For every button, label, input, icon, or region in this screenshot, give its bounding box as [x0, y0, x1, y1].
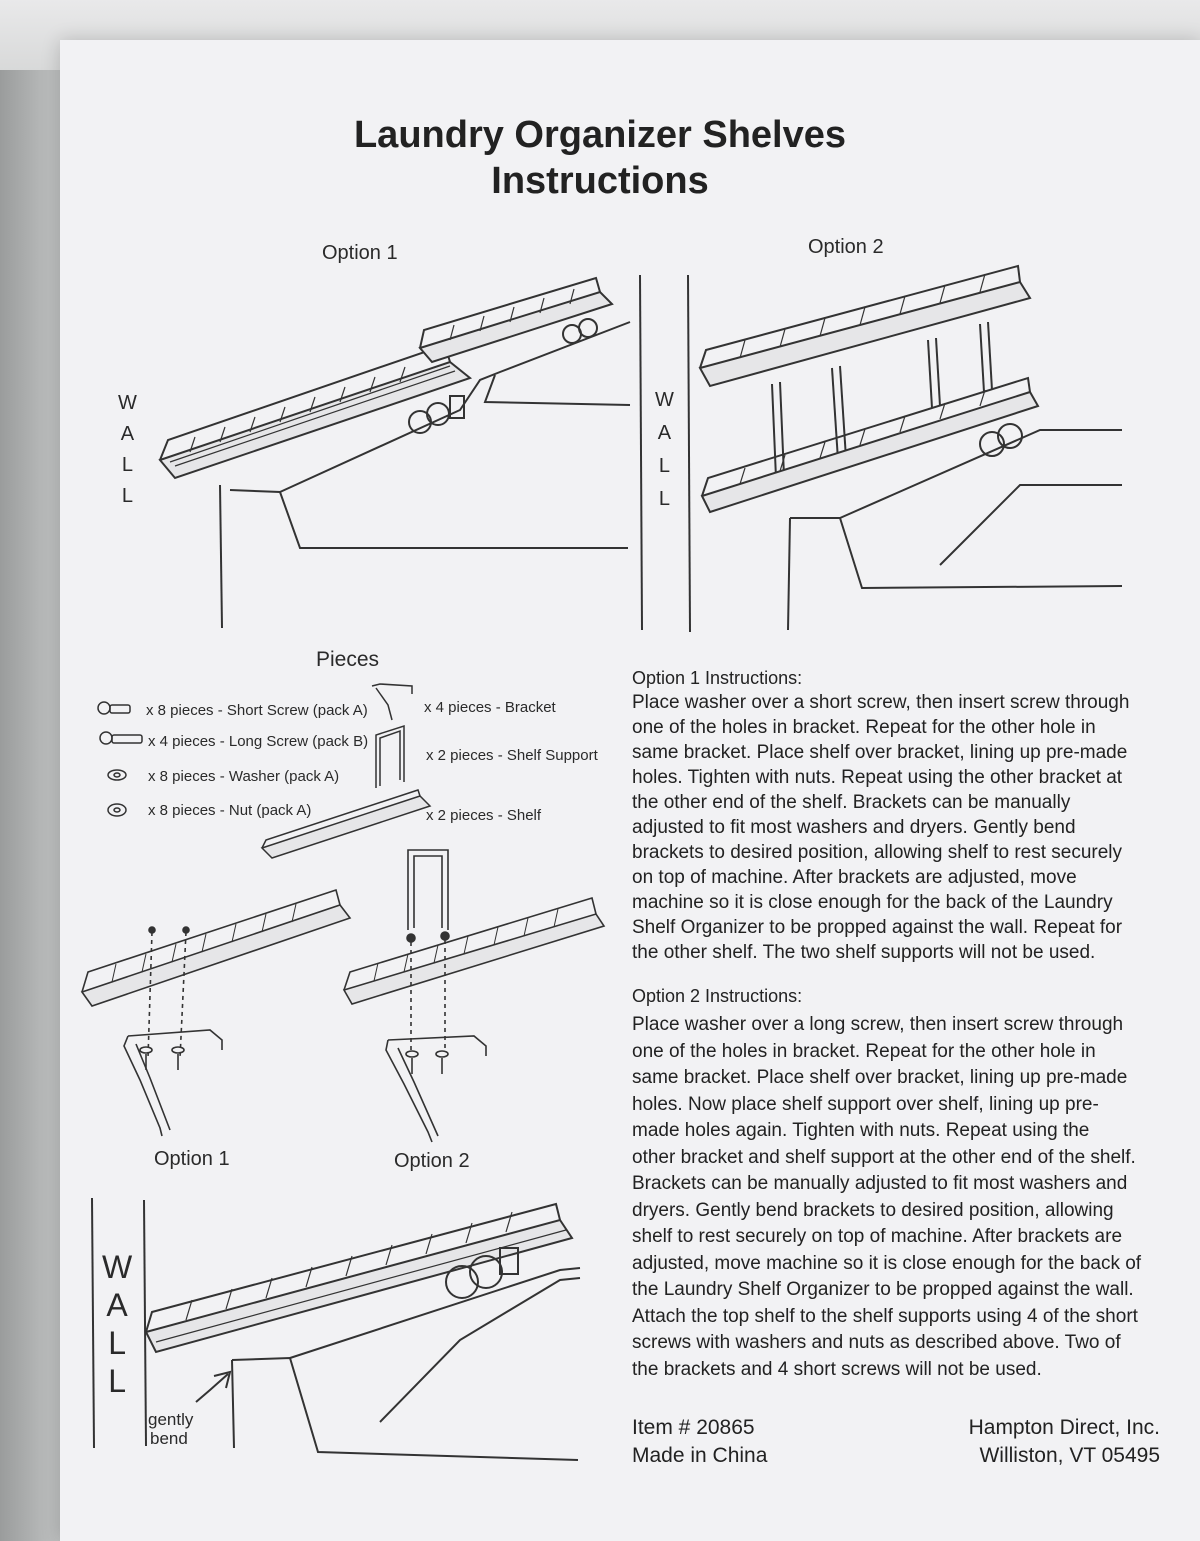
option1-instructions-body: Place washer over a short screw, then in…: [632, 692, 1130, 963]
piece-short-screw: x 8 pieces - Short Screw (pack A): [146, 702, 368, 719]
assembly-option2-label: Option 2: [394, 1150, 470, 1172]
pieces-heading: Pieces: [316, 648, 380, 671]
option2-instructions-body: Place washer over a long screw, then ins…: [632, 1014, 1142, 1380]
company-address: Williston, VT 05495: [979, 1444, 1160, 1467]
gently-bend-note: gently bend: [148, 1410, 194, 1448]
short-screw-icon: [97, 701, 131, 715]
piece-shelf: x 2 pieces - Shelf: [426, 807, 542, 824]
title-line-2: Instructions: [491, 160, 709, 202]
piece-nut: x 8 pieces - Nut (pack A): [148, 802, 312, 819]
made-in: Made in China: [632, 1444, 768, 1467]
bracket-icon: [371, 683, 413, 721]
item-number: Item # 20865: [632, 1416, 755, 1439]
assembly-option1-label: Option 1: [154, 1148, 230, 1170]
option1-diagram-label: Option 1: [322, 242, 398, 264]
nut-icon: [107, 803, 127, 817]
piece-shelf-support: x 2 pieces - Shelf Support: [426, 747, 598, 764]
shelf-icon: [260, 789, 432, 859]
wall-label-option2: W A L L: [655, 389, 674, 510]
piece-bracket: x 4 pieces - Bracket: [424, 699, 556, 716]
washer-icon: [107, 769, 127, 781]
document-title: Laundry Organizer Shelves Instructions: [300, 112, 900, 204]
shelf-support-icon: [375, 724, 405, 788]
wall-label-bottom: W A L L: [102, 1249, 133, 1399]
option2-diagram-label: Option 2: [808, 236, 884, 258]
long-screw-icon: [99, 731, 143, 745]
option2-instructions-heading: Option 2 Instructions:: [632, 986, 803, 1006]
option1-instructions-heading: Option 1 Instructions:: [632, 668, 803, 688]
item-info: Item # 20865 Made in China: [632, 1414, 767, 1470]
company-name: Hampton Direct, Inc.: [968, 1416, 1160, 1439]
wall-label-option1: W A L L: [118, 392, 137, 507]
title-line-1: Laundry Organizer Shelves: [353, 114, 847, 156]
piece-washer: x 8 pieces - Washer (pack A): [148, 768, 340, 785]
company-info: Hampton Direct, Inc. Williston, VT 05495: [960, 1414, 1160, 1470]
piece-long-screw: x 4 pieces - Long Screw (pack B): [148, 733, 369, 750]
